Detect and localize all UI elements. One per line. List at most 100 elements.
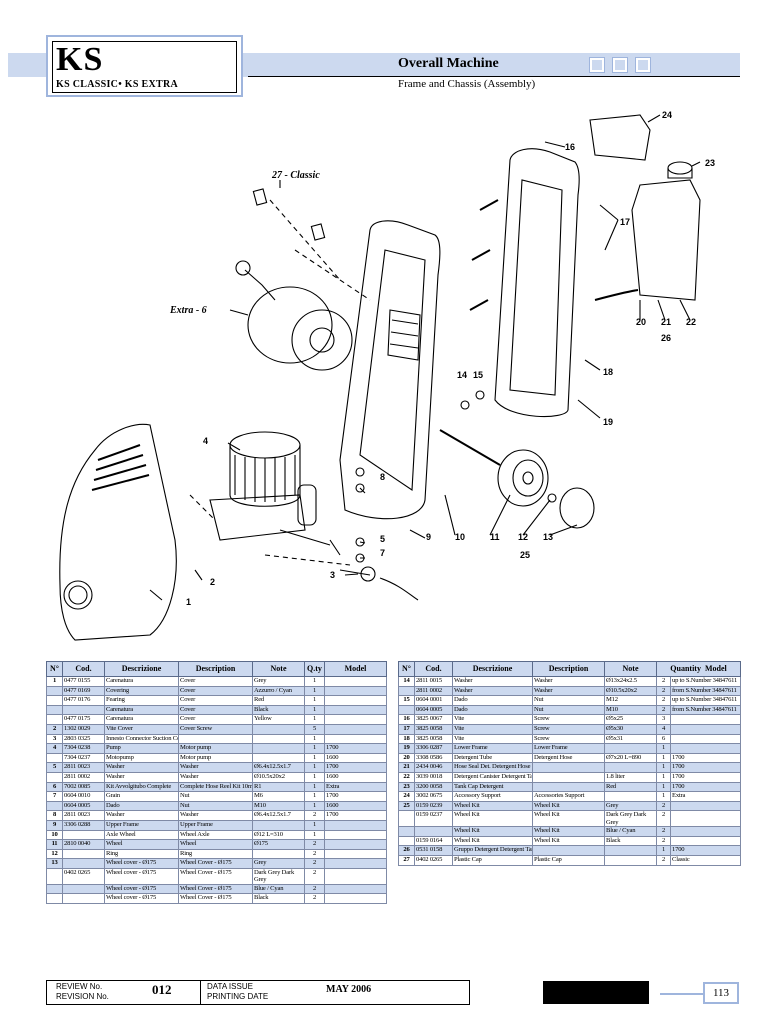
cell-n [46, 893, 63, 904]
cell-model [324, 685, 387, 697]
cell-note: Ø175 [252, 839, 305, 850]
cell-n: 12 [46, 848, 63, 860]
cell-cod: 0402 0265 [414, 854, 453, 866]
cell-note: Black [604, 835, 657, 847]
cell-qty: 2 [304, 867, 325, 885]
cell-qty: 2 [304, 858, 325, 869]
cell-desc: Cover [178, 695, 253, 706]
cell-qty: 1 [656, 752, 671, 764]
footer-rule [660, 993, 704, 995]
cell-n: 22 [398, 771, 415, 783]
cell-desc_it: Axle Wheel [104, 829, 179, 841]
cell-model [324, 848, 387, 860]
cell-n [398, 826, 415, 837]
cell-desc: Nut [532, 704, 605, 716]
cell-model: Extra [669, 791, 742, 802]
data-issue-label: DATA ISSUE [207, 982, 253, 991]
cell-model [324, 733, 387, 745]
wheel-part [497, 449, 549, 507]
cell-desc: Washer [532, 685, 605, 697]
cell-note: Ø7x20 L=890 [604, 752, 657, 764]
cell-model [324, 819, 387, 831]
cell-n [398, 685, 415, 697]
cell-cod: 2811 0023 [62, 762, 105, 773]
header-square-icon [589, 57, 605, 73]
column-header: Note [604, 661, 657, 677]
part-callout: 14 [457, 370, 467, 380]
cell-n [398, 704, 415, 716]
cell-model [324, 723, 387, 735]
cell-desc_it: Detergent Canister Detergent Tank [452, 771, 533, 783]
cell-note: Ø5x30 [604, 723, 657, 735]
cell-desc_it: Vite Cover [104, 723, 179, 735]
cell-qty: 2 [304, 883, 325, 895]
cell-n: 10 [46, 829, 63, 841]
cell-desc_it: Motopump [104, 752, 179, 764]
footer-black-bar [543, 981, 649, 1004]
cell-qty: 2 [656, 676, 671, 687]
part-callout: 12 [518, 532, 528, 542]
cell-desc: Washer [178, 810, 253, 821]
cell-note: Ø13x24x2.5 [604, 676, 657, 687]
detergent-tank-part [631, 179, 701, 301]
cell-note [252, 848, 305, 860]
cell-desc_it: Wheel [104, 839, 179, 850]
cell-qty: 2 [656, 800, 671, 812]
part-callout: 11 [490, 532, 500, 542]
cell-model: Extra [324, 781, 387, 793]
cell-n [46, 867, 63, 885]
cell-n [46, 685, 63, 697]
cell-model [669, 810, 742, 828]
cell-desc_it: Washer [104, 771, 179, 783]
table-header-row: N° Cod. Descrizione Description Note Q.t… [46, 661, 387, 677]
cell-note: Dark Grey Dark Grey [252, 867, 305, 885]
part-callout: 7 [380, 548, 385, 558]
cell-note: Black [252, 893, 305, 904]
cell-cod: 3039 0018 [414, 771, 453, 783]
part-callout: 1 [186, 597, 191, 607]
cell-desc_it: Carenatura [104, 714, 179, 725]
cell-desc [532, 771, 605, 783]
part-callout: 9 [426, 532, 431, 542]
cell-model: from S.Number 34847611 [669, 685, 742, 697]
cell-n: 14 [398, 676, 415, 687]
cell-n: 25 [398, 800, 415, 812]
cell-desc: Cover Screw [178, 723, 253, 735]
lower-frame-part [494, 148, 580, 418]
cell-model: 1700 [669, 845, 742, 856]
cell-desc [532, 781, 605, 793]
cell-cod: 3306 0287 [414, 743, 453, 754]
cell-model: Classic [669, 854, 742, 866]
cell-cod: 0402 0265 [62, 867, 105, 885]
cell-note: Red [604, 781, 657, 793]
cell-note [252, 743, 305, 754]
cell-n [46, 771, 63, 783]
cell-desc_it: Wheel Kit [452, 826, 533, 837]
cell-desc_it: Wheel cover - Ø175 [104, 858, 179, 869]
cell-model [669, 826, 742, 837]
cell-desc: Screw [532, 714, 605, 725]
cell-n: 18 [398, 733, 415, 745]
cell-desc_it: Dado [452, 704, 533, 716]
cell-note: Dark Grey Dark Grey [604, 810, 657, 828]
cell-note: Black [252, 704, 305, 716]
cell-desc: Cover [178, 704, 253, 716]
cell-qty: 6 [656, 733, 671, 745]
cell-model: 1700 [669, 781, 742, 793]
cell-note [252, 819, 305, 831]
part-callout: 5 [380, 534, 385, 544]
